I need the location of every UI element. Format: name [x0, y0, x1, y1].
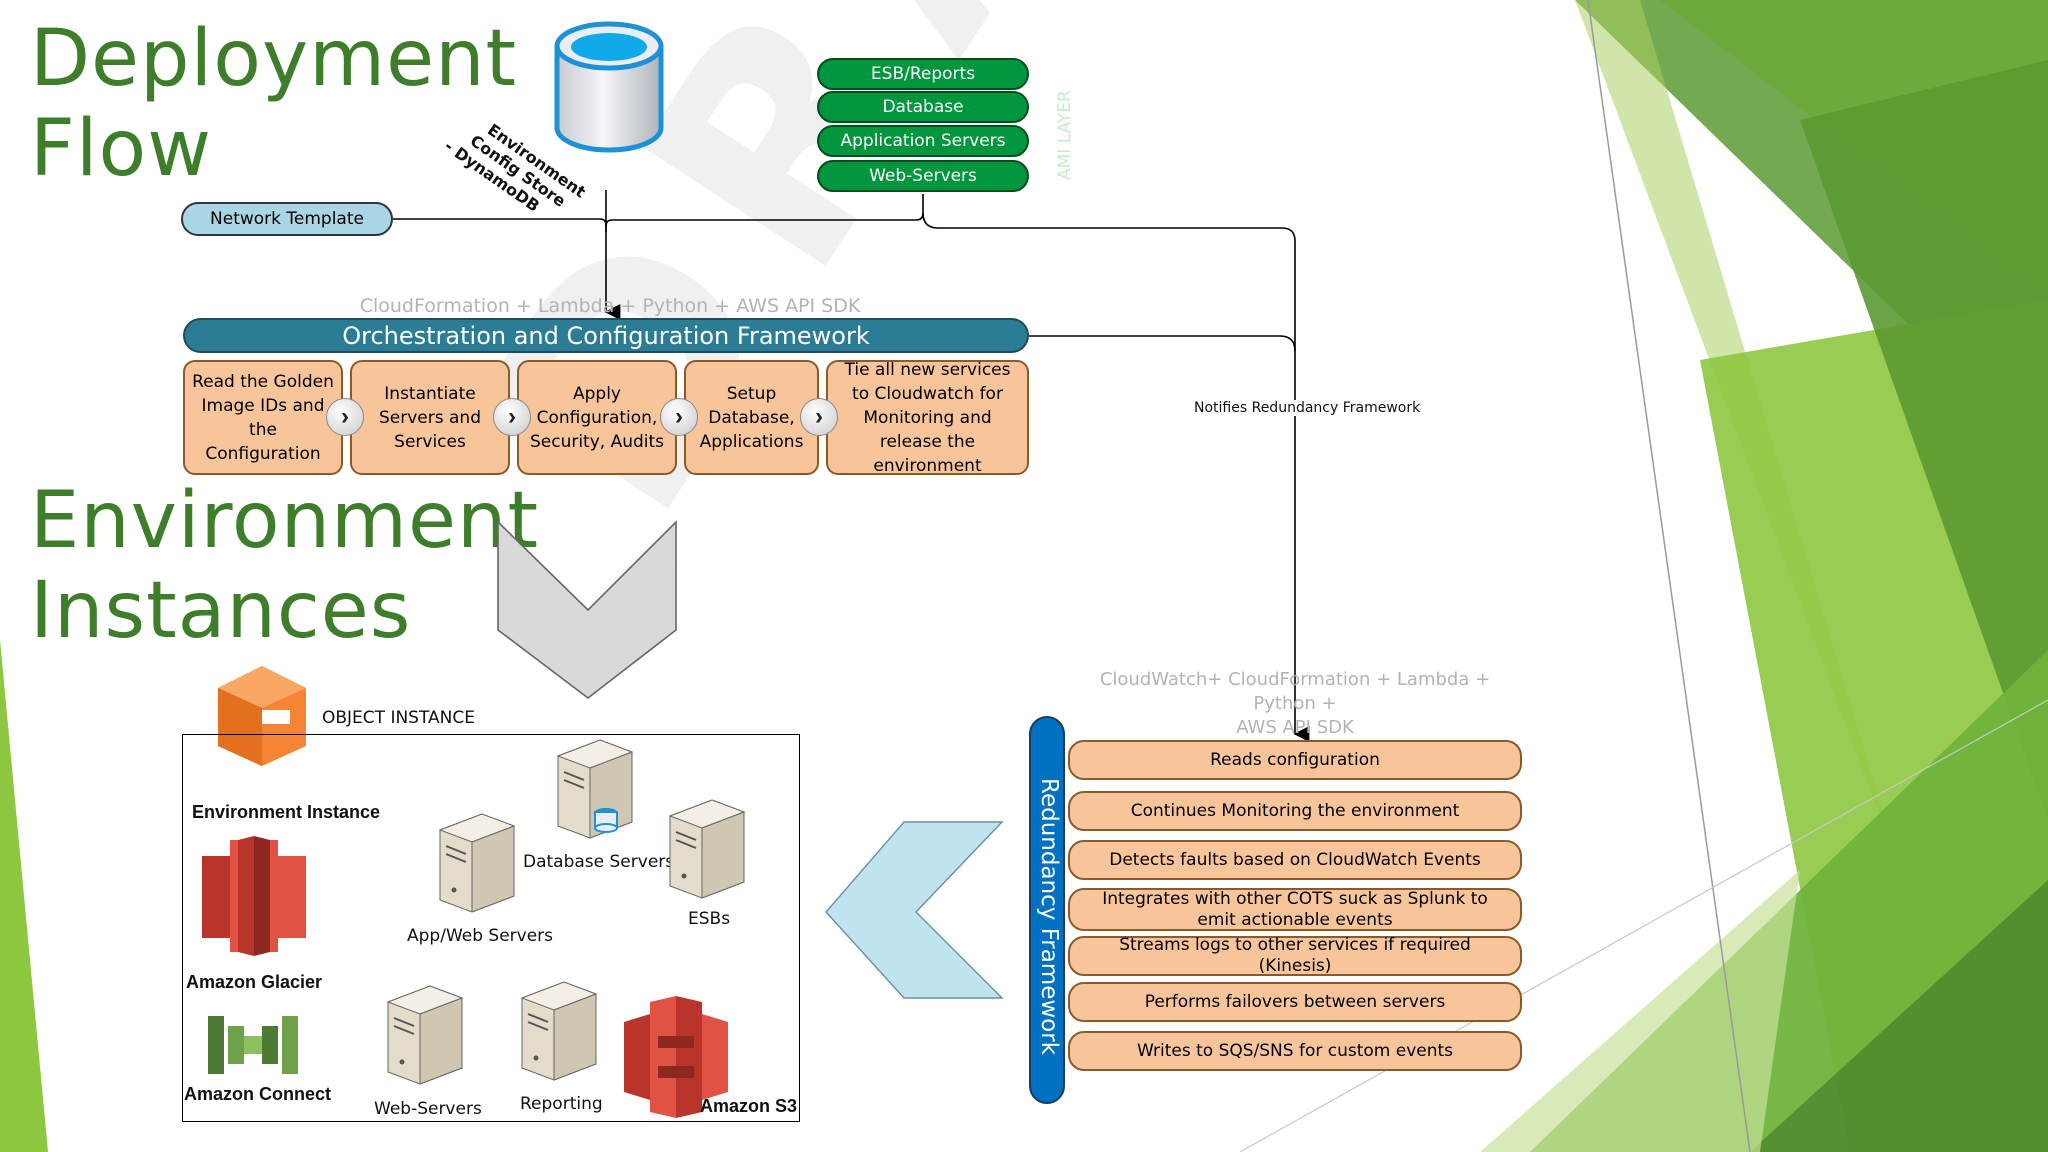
redundancy-writes-sqs-sns: Writes to SQS/SNS for custom events: [1068, 1031, 1522, 1071]
ami-database: Database: [817, 91, 1029, 123]
chevron-right-icon: ›: [800, 398, 838, 436]
title-line: Deployment: [30, 14, 518, 104]
ami-layer-label: AMI LAYER: [1055, 90, 1075, 180]
orchestration-tech-caption: CloudFormation + Lambda + Python + AWS A…: [359, 295, 861, 317]
caption-line: AWS API SDK: [1236, 717, 1354, 738]
amazon-connect-label: Amazon Connect: [184, 1084, 332, 1104]
step-read-golden-image: Read the Golden Image IDs and the Config…: [183, 360, 343, 475]
ami-web-servers: Web-Servers: [817, 160, 1029, 192]
step-apply-configuration: Apply Configuration, Security, Audits: [517, 360, 677, 475]
deployment-flow-title: Deployment Flow: [30, 14, 517, 194]
caption-line: CloudWatch+ CloudFormation + Lambda + Py…: [1099, 669, 1491, 714]
redundancy-framework-label: Redundancy Framework: [1036, 778, 1062, 1056]
title-line: Flow: [30, 104, 213, 194]
notifies-redundancy-label: Notifies Redundancy Framework: [1192, 400, 1423, 416]
aws-object-instance-icon: [218, 666, 306, 766]
database-servers-label: Database Servers: [523, 852, 675, 872]
network-template: Network Template: [181, 202, 393, 236]
web-server-icon: [386, 985, 464, 1085]
ami-application-servers: Application Servers: [817, 125, 1029, 157]
reporting-label: Reporting: [520, 1094, 603, 1114]
reporting-server-icon: [520, 981, 598, 1081]
object-instance-box: [182, 734, 800, 1122]
amazon-s3-label: Amazon S3: [700, 1096, 798, 1116]
app-web-servers-label: App/Web Servers: [407, 926, 554, 946]
environment-instances-title: Environment Instances: [30, 476, 539, 656]
redundancy-integrates-cots: Integrates with other COTS suck as Splun…: [1068, 888, 1522, 931]
redundancy-continues-monitoring: Continues Monitoring the environment: [1068, 791, 1522, 831]
environment-instance-label: Environment Instance: [192, 802, 381, 822]
app-web-server-icon: [438, 813, 516, 913]
object-instance-label: OBJECT INSTANCE: [322, 708, 475, 728]
database-cylinder-icon: [554, 21, 664, 153]
down-chevron-arrow-icon: [497, 520, 677, 700]
database-server-icon: [556, 739, 634, 839]
redundancy-tech-caption: CloudWatch+ CloudFormation + Lambda + Py…: [1080, 668, 1510, 740]
redundancy-reads-configuration: Reads configuration: [1068, 740, 1522, 780]
orchestration-framework-bar: Orchestration and Configuration Framewor…: [183, 318, 1029, 353]
step-tie-cloudwatch: Tie all new services to Cloudwatch for M…: [826, 360, 1029, 476]
chevron-right-icon: ›: [326, 398, 364, 436]
left-chevron-arrow-icon: [825, 821, 1004, 999]
esb-server-icon: [668, 799, 746, 899]
title-line: Environment: [30, 476, 540, 566]
redundancy-detects-faults: Detects faults based on CloudWatch Event…: [1068, 840, 1522, 880]
title-line: Instances: [30, 566, 412, 656]
amazon-glacier-icon: [202, 836, 306, 956]
amazon-connect-icon: [208, 1016, 298, 1074]
amazon-s3-icon: [624, 996, 728, 1118]
web-servers-label: Web-Servers: [374, 1099, 482, 1119]
ami-esb-reports: ESB/Reports: [817, 58, 1029, 90]
esbs-label: ESBs: [688, 909, 731, 929]
redundancy-performs-failovers: Performs failovers between servers: [1068, 982, 1522, 1022]
step-setup-database: Setup Database, Applications: [684, 360, 819, 475]
chevron-right-icon: ›: [493, 398, 531, 436]
redundancy-streams-logs: Streams logs to other services if requir…: [1068, 935, 1522, 976]
amazon-glacier-label: Amazon Glacier: [186, 972, 323, 992]
chevron-right-icon: ›: [660, 398, 698, 436]
step-instantiate-servers: Instantiate Servers and Services: [350, 360, 510, 475]
redundancy-framework-bar: Redundancy Framework: [1029, 716, 1065, 1104]
